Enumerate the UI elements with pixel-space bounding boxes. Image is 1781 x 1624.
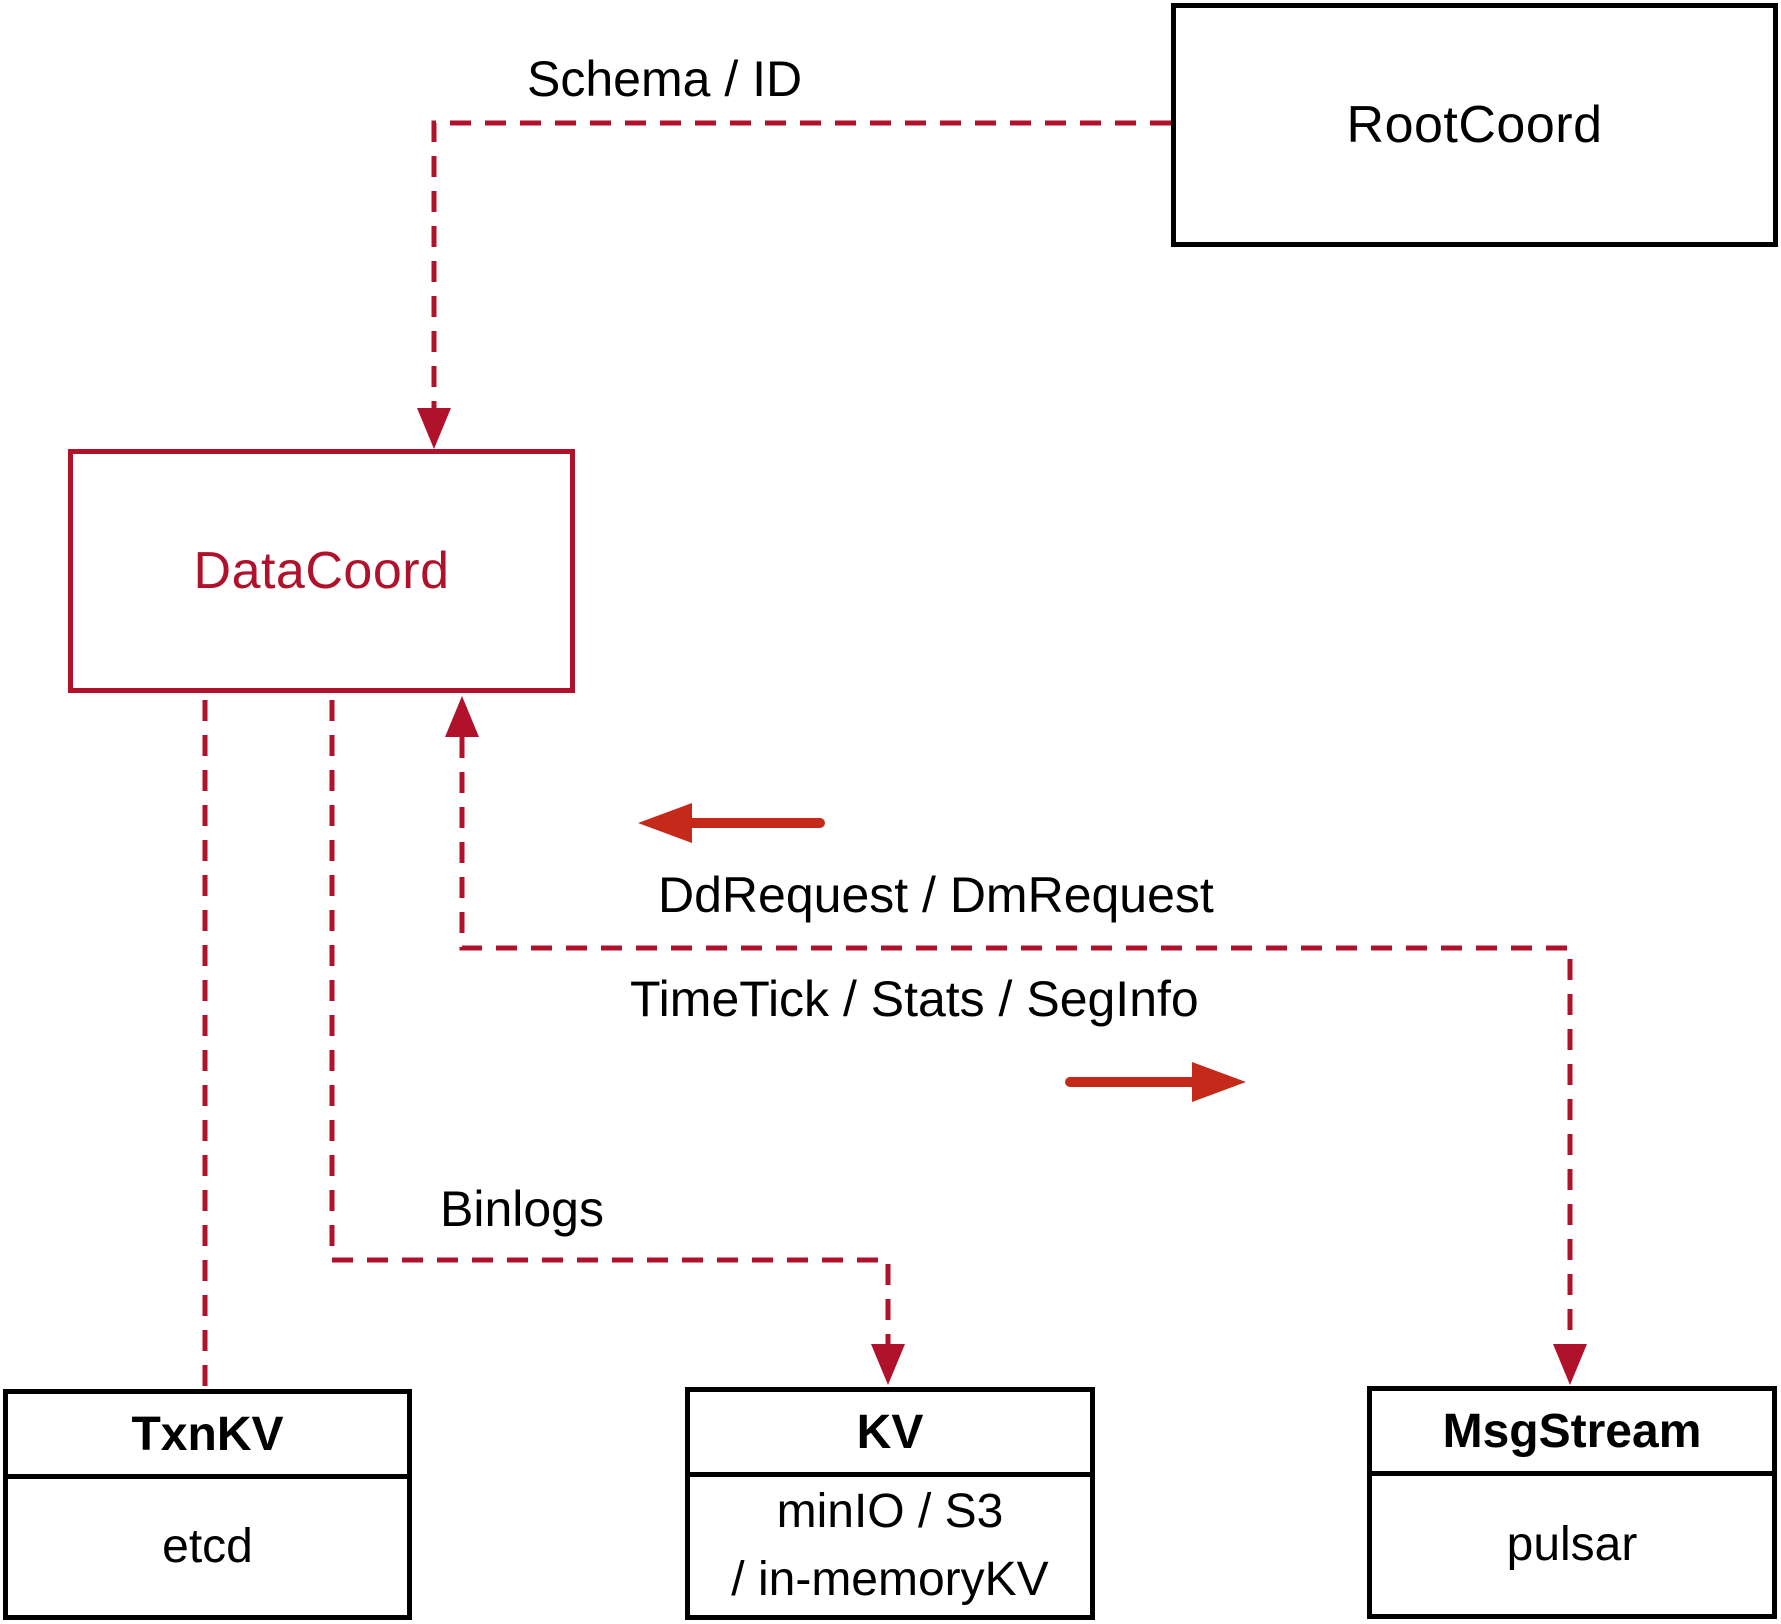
schema-id-arrowhead-icon [417, 408, 451, 449]
left-flow-arrow-icon [638, 803, 692, 843]
txnkv-body-text: etcd [162, 1520, 253, 1573]
timetick-stats-seginfo-edge-label: TimeTick / Stats / SegInfo [630, 971, 1199, 1027]
kv-body: minIO / S3 / in-memoryKV [690, 1472, 1090, 1615]
msgstream-body-text: pulsar [1506, 1518, 1638, 1571]
request-connector [459, 737, 1573, 1344]
request-up-arrowhead-icon [445, 696, 479, 737]
msgstream-node: MsgStream pulsar [1367, 1386, 1777, 1619]
msgstream-body: pulsar [1372, 1471, 1772, 1614]
txnkv-body: etcd [8, 1474, 407, 1615]
dd-dm-request-edge-label: DdRequest / DmRequest [658, 867, 1214, 923]
rootcoord-label: RootCoord [1346, 96, 1603, 154]
datacoord-node: DataCoord [68, 449, 575, 693]
schema-id-connector [431, 120, 1171, 408]
kv-title: KV [856, 1405, 924, 1459]
binlogs-edge-label: Binlogs [440, 1181, 604, 1237]
txnkv-title: TxnKV [131, 1407, 284, 1461]
msgstream-title: MsgStream [1442, 1404, 1702, 1458]
binlogs-arrowhead-icon [871, 1344, 905, 1385]
rootcoord-node: RootCoord [1171, 3, 1778, 247]
right-flow-arrow-icon [1192, 1062, 1246, 1102]
txnkv-node: TxnKV etcd [3, 1389, 412, 1620]
datacoord-label: DataCoord [193, 542, 450, 600]
kv-body-line2: / in-memoryKV [731, 1553, 1049, 1606]
kv-node: KV minIO / S3 / in-memoryKV [685, 1387, 1095, 1620]
msgstream-arrowhead-icon [1553, 1344, 1587, 1385]
binlogs-connector [329, 700, 891, 1344]
kv-body-line1: minIO / S3 [776, 1485, 1004, 1538]
schema-id-edge-label: Schema / ID [527, 51, 803, 107]
